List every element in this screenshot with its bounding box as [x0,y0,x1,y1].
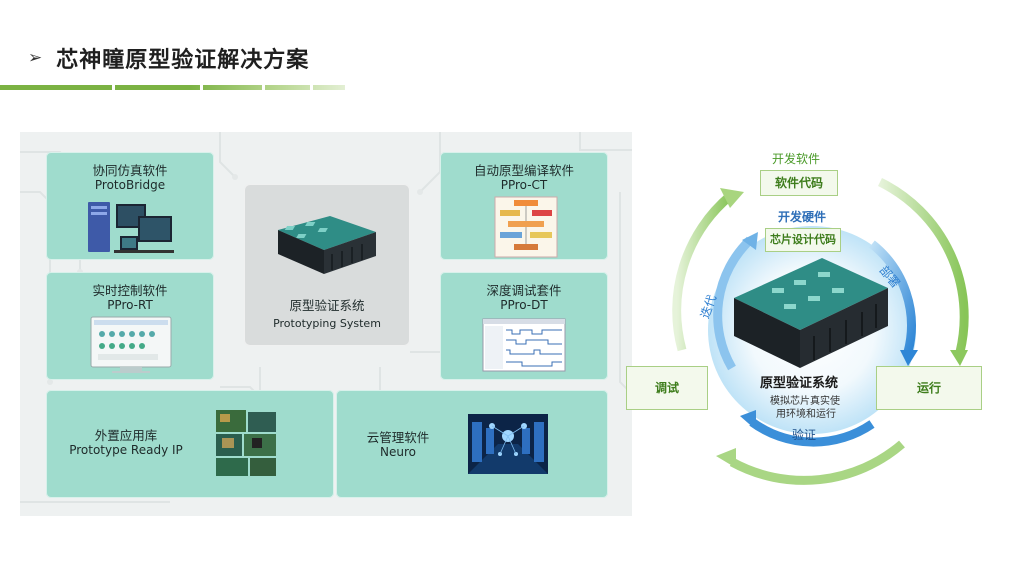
development-cycle-diagram: 开发软件 软件代码 开发硬件 芯片设计代码 部署 迭代 调试 运行 验证 原型验… [622,140,1015,500]
waveform-debug-screen-icon [482,318,566,372]
card-ppro-dt: 深度调试套件 PPro-DT [440,272,608,380]
card-protobridge: 协同仿真软件 ProtoBridge [46,152,214,260]
card-protobridge-en: ProtoBridge [94,178,166,192]
card-neuro-cn: 云管理软件 [366,430,430,445]
card-ppro-ct-en: PPro-CT [500,178,548,192]
underline-divider [112,85,115,90]
page-title-bar: ➢ 芯神瞳原型验证解决方案 [28,42,309,74]
dev-hardware-label: 开发硬件 [778,210,827,224]
card-ppro-dt-en: PPro-DT [500,298,548,312]
dev-software-label: 开发软件 [772,152,821,166]
daughter-boards-icon [216,410,276,476]
card-neuro-en: Neuro [380,445,416,459]
compile-flow-diagram-icon [494,196,558,258]
run-box: 运行 [876,366,982,410]
card-ppro-rt: 实时控制软件 PPro-RT [46,272,214,380]
card-neuro: 云管理软件 Neuro [336,390,608,498]
system-desc-line2: 用环境和运行 [776,409,836,420]
bullet-arrow-icon: ➢ [28,48,43,68]
product-architecture-panel: 协同仿真软件 ProtoBridge 实时控制软件 PPro-RT [20,132,632,516]
system-title-label: 原型验证系统 [760,376,839,391]
card-ppro-ct-cn: 自动原型编译软件 [473,163,574,178]
hardware-box-icon [278,216,376,274]
verify-label: 验证 [792,428,817,442]
underline-divider [200,85,203,90]
card-prototype-ready-ip-cn: 外置应用库 [94,428,158,443]
control-software-screen-icon [90,316,172,373]
software-code-box: 软件代码 [760,170,838,196]
card-protobridge-cn: 协同仿真软件 [92,163,168,178]
card-prototyping-system-cn: 原型验证系统 [289,298,365,313]
card-ppro-rt-en: PPro-RT [107,298,153,312]
card-ppro-ct: 自动原型编译软件 PPro-CT [440,152,608,260]
card-ppro-dt-cn: 深度调试套件 [486,283,562,298]
underline-divider [262,85,265,90]
title-underline [0,85,345,90]
underline-divider [310,85,313,90]
card-prototyping-system-en: Prototyping System [273,317,381,330]
card-ppro-rt-cn: 实时控制软件 [92,283,168,298]
system-desc-line1: 模拟芯片真实使 [770,396,840,407]
cycle-arrows [672,177,969,485]
cloud-datacenter-icon [468,414,548,474]
card-prototype-ready-ip: 外置应用库 Prototype Ready IP [46,390,334,498]
workstation-icon [88,202,174,253]
card-prototype-ready-ip-en: Prototype Ready IP [69,443,183,457]
chip-design-code-box: 芯片设计代码 [765,228,841,252]
card-prototyping-system: 原型验证系统 Prototyping System [244,184,410,346]
page-title: 芯神瞳原型验证解决方案 [56,48,310,73]
debug-box: 调试 [626,366,708,410]
